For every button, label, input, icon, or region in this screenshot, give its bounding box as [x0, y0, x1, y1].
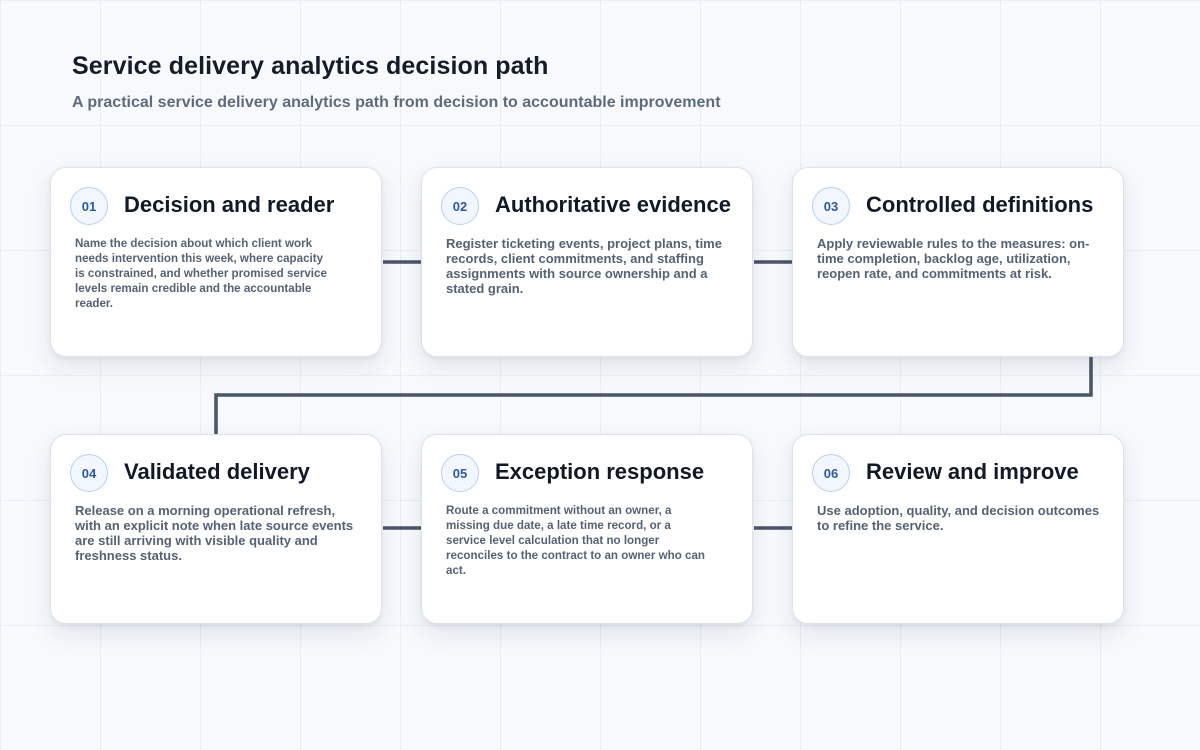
- step-title: Controlled definitions: [866, 192, 1094, 217]
- step-description: Apply reviewable rules to the measures: …: [817, 236, 1090, 281]
- step-title: Authoritative evidence: [495, 192, 731, 217]
- step-title: Review and improve: [866, 459, 1079, 484]
- step-number-badge: 04: [70, 454, 108, 492]
- step-number-badge: 06: [812, 454, 850, 492]
- step-title: Exception response: [495, 459, 705, 484]
- page-subtitle: A practical service delivery analytics p…: [72, 94, 721, 111]
- step-description: Release on a morning operational refresh…: [75, 503, 354, 563]
- page-title: Service delivery analytics decision path: [72, 52, 549, 80]
- step-card-review-and-improve: 06 Review and improve Use adoption, qual…: [792, 434, 1124, 624]
- step-number-badge: 05: [441, 454, 479, 492]
- step-number-badge: 01: [70, 187, 108, 225]
- connector-03-04: [214, 357, 1093, 434]
- step-description: Name the decision about which client wor…: [75, 237, 327, 310]
- step-title: Validated delivery: [124, 459, 310, 484]
- step-number-badge: 02: [441, 187, 479, 225]
- step-card-controlled-definitions: 03 Controlled definitions Apply reviewab…: [792, 167, 1124, 357]
- step-description: Use adoption, quality, and decision outc…: [817, 503, 1100, 533]
- step-description: Route a commitment without an owner, a m…: [446, 504, 705, 577]
- step-card-decision-and-reader: 01 Decision and reader Name the decision…: [50, 167, 382, 357]
- step-description: Register ticketing events, project plans…: [446, 236, 722, 296]
- step-card-exception-response: 05 Exception response Route a commitment…: [421, 434, 753, 624]
- step-card-validated-delivery: 04 Validated delivery Release on a morni…: [50, 434, 382, 624]
- step-card-authoritative-evidence: 02 Authoritative evidence Register ticke…: [421, 167, 753, 357]
- step-title: Decision and reader: [124, 192, 335, 217]
- step-number-badge: 03: [812, 187, 850, 225]
